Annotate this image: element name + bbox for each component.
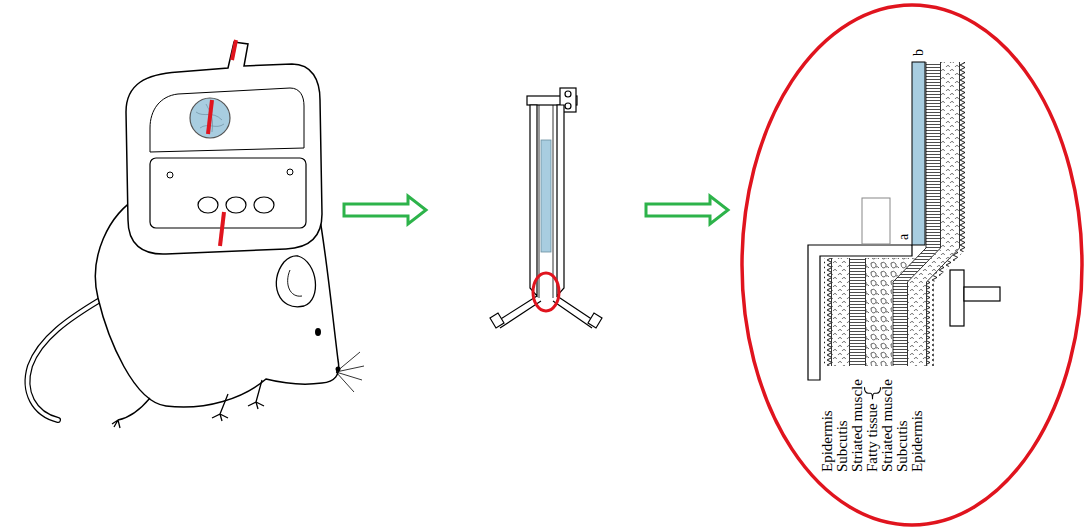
tissue-cross-section	[832, 258, 866, 366]
chamber-frame-section	[808, 245, 912, 380]
mouse-ear	[276, 256, 315, 307]
tissue-label: Epidermis	[820, 410, 835, 472]
mouse-tail	[28, 300, 100, 420]
chamber-side-view	[539, 105, 540, 298]
flow-arrow	[344, 196, 426, 224]
chamber-frame-section	[862, 198, 890, 244]
tissue-cross-section	[832, 258, 849, 366]
tissue-cross-section	[824, 62, 967, 366]
tissue-label: Striated muscle	[850, 379, 865, 472]
chamber-side-view	[533, 273, 559, 311]
cut-line	[208, 40, 236, 246]
tissue-cross-section	[850, 258, 865, 366]
chamber-frame	[126, 42, 322, 254]
chamber-frame-section	[964, 287, 1000, 301]
cut-line	[220, 212, 224, 246]
tissue-label: Striated muscle	[880, 379, 895, 472]
chamber-frame	[126, 42, 322, 254]
chamber-frame-section	[950, 270, 964, 326]
cover-glass	[912, 62, 925, 245]
mouse-leg	[212, 394, 228, 421]
chamber-side-view	[553, 105, 554, 298]
mouse-ear	[288, 270, 302, 296]
chamber-frame	[226, 197, 246, 213]
chamber-side-view	[565, 91, 571, 97]
chamber-side-view	[588, 313, 602, 328]
flow-arrow	[646, 196, 728, 224]
chamber-frame-section	[808, 198, 1000, 380]
mouse-whiskers	[336, 352, 364, 392]
cut-line	[232, 40, 236, 60]
tissue-cross-section	[927, 62, 967, 366]
tissue-label: Fatty tissue	[865, 403, 880, 472]
chamber-side-view	[565, 103, 571, 109]
chamber-frame	[287, 169, 293, 175]
part-letter: b	[912, 49, 926, 56]
tissue-label: Subcutis	[895, 420, 910, 472]
chamber-frame	[167, 172, 173, 178]
chamber-side-view	[490, 88, 602, 328]
mouse-leg	[112, 398, 150, 428]
mouse-eye	[315, 328, 321, 336]
chamber-side-view	[530, 105, 537, 296]
chamber-side-view	[490, 313, 504, 328]
chamber-frame	[150, 158, 306, 228]
zoom-ellipse	[742, 5, 1082, 525]
cut-line	[208, 100, 212, 134]
mouse-tail	[28, 300, 100, 420]
grouping-brace	[865, 387, 881, 399]
chamber-side-view	[541, 140, 551, 252]
chamber-frame	[150, 88, 304, 152]
chamber-frame	[254, 197, 274, 213]
part-letter: a	[897, 234, 911, 240]
tissue-label: Subcutis	[835, 420, 850, 472]
observation-window	[190, 98, 230, 138]
observation-window	[190, 98, 230, 138]
chamber-side-view	[557, 105, 564, 296]
tissue-label: Epidermis	[910, 410, 925, 472]
chamber-frame	[198, 197, 218, 213]
tissue-cross-section	[824, 258, 831, 366]
mouse-leg	[248, 380, 264, 409]
